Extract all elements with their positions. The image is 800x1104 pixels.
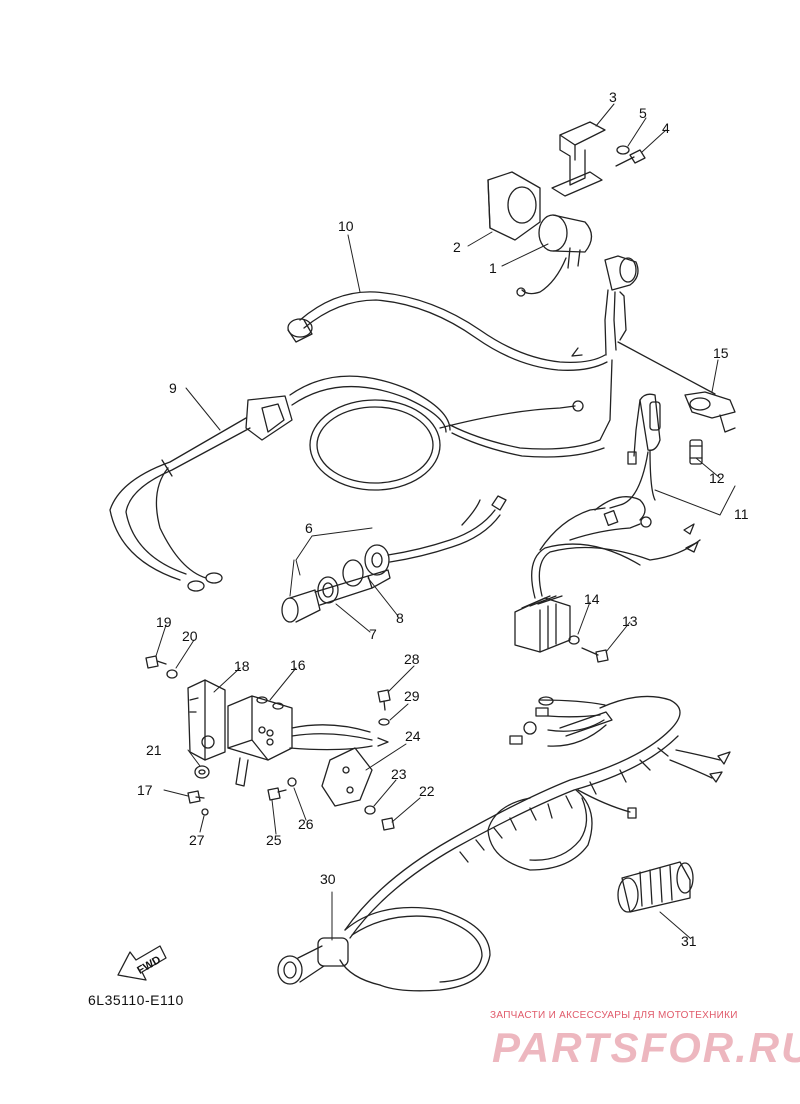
- callout-7: 7: [369, 626, 377, 642]
- callout-10: 10: [338, 218, 354, 234]
- callout-3: 3: [609, 89, 617, 105]
- callout-18: 18: [234, 658, 250, 674]
- nut-part-21: [194, 765, 210, 779]
- callout-22: 22: [419, 783, 435, 799]
- bolt-part-13: [581, 647, 609, 663]
- washer-part-23: [364, 805, 376, 815]
- fuse-part-12: [689, 439, 703, 465]
- seal-part-7: [317, 576, 339, 604]
- bolt-part-25: [267, 787, 287, 801]
- solenoid-part-16: [227, 695, 389, 787]
- callout-6: 6: [305, 520, 313, 536]
- rectifier-part-14: [514, 496, 701, 653]
- callout-19: 19: [156, 614, 172, 630]
- bolt-part-17: [187, 790, 205, 804]
- extension-harness-part-30: [277, 695, 731, 992]
- sleeve-part-31: [617, 861, 694, 913]
- callout-20: 20: [182, 628, 198, 644]
- washer-part-20: [166, 669, 178, 679]
- washer-part-29: [378, 718, 390, 726]
- callout-12: 12: [709, 470, 725, 486]
- holder-part-2: [487, 171, 541, 241]
- leader-lines: [155, 103, 736, 941]
- callout-29: 29: [404, 688, 420, 704]
- callout-labels: 1 2 3 4 5 6 7 8 9 10 11 12 13 14 15 16 1…: [135, 89, 748, 977]
- callout-30: 30: [320, 871, 336, 887]
- harness-part-9: [109, 359, 613, 592]
- washer-part-27: [201, 808, 209, 816]
- callout-11: 11: [734, 506, 749, 522]
- watermark-tagline: ЗАПЧАСТИ И АКСЕССУАРЫ ДЛЯ МОТОТЕХНИКИ: [490, 1010, 738, 1021]
- callout-17: 17: [137, 782, 153, 798]
- callout-26: 26: [298, 816, 314, 832]
- grommet-part-8: [342, 544, 390, 587]
- bracket-part-3: [551, 121, 606, 197]
- callout-9: 9: [169, 380, 177, 396]
- plug-part-6: [281, 495, 507, 623]
- bracket-part-18: [187, 679, 226, 761]
- bracket-part-24: [321, 747, 373, 807]
- callout-5: 5: [639, 105, 647, 121]
- washer-part-26: [287, 777, 297, 787]
- battery-cable-part-10: [287, 255, 639, 371]
- bolt-part-4: [615, 149, 646, 167]
- bolt-part-28: [377, 689, 391, 711]
- callout-2: 2: [453, 239, 461, 255]
- callout-24: 24: [405, 728, 421, 744]
- callout-15: 15: [713, 345, 729, 361]
- watermark-logo: PARTSFOR.RU: [492, 1024, 800, 1071]
- callout-1: 1: [489, 260, 497, 276]
- callout-13: 13: [622, 613, 638, 629]
- callout-27: 27: [189, 832, 205, 848]
- callout-23: 23: [391, 766, 407, 782]
- callout-21: 21: [146, 742, 162, 758]
- callout-31: 31: [681, 933, 697, 949]
- callout-25: 25: [266, 832, 282, 848]
- callout-14: 14: [584, 591, 600, 607]
- callout-8: 8: [396, 610, 404, 626]
- fwd-arrow-icon: [117, 945, 167, 981]
- callout-16: 16: [290, 657, 306, 673]
- bolt-part-19: [145, 655, 167, 669]
- fuse-holder-part-11: [603, 393, 661, 526]
- relay-part-1: [516, 214, 593, 297]
- washer-part-14: [568, 635, 580, 645]
- callout-28: 28: [404, 651, 420, 667]
- bolt-part-22: [381, 817, 395, 831]
- drawing-code: 6L35110-E110: [88, 992, 184, 1008]
- callout-4: 4: [662, 120, 670, 136]
- washer-part-5: [616, 145, 630, 155]
- clip-part-15: [617, 341, 736, 433]
